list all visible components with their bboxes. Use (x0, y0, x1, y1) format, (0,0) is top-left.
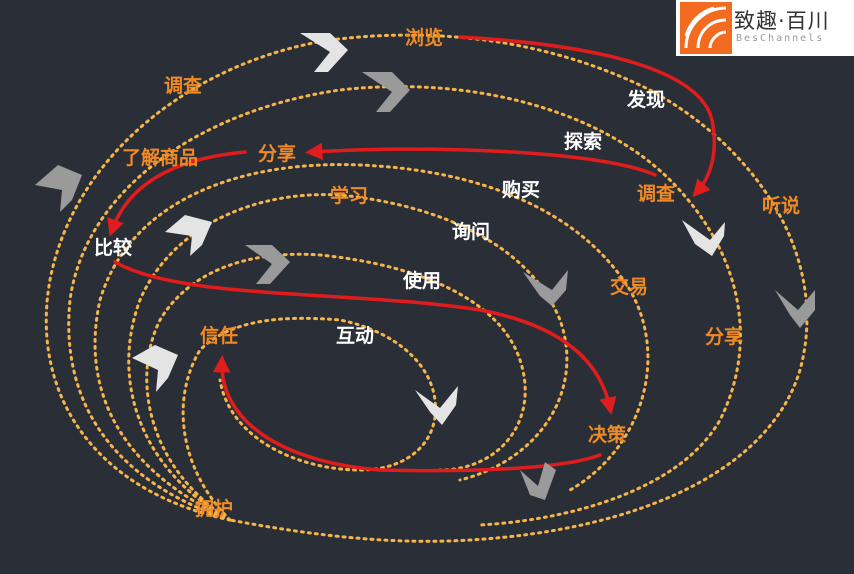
label-diaocha-right: 调查 (637, 182, 676, 205)
logo-mark-icon (680, 2, 732, 54)
label-xuexi: 学习 (330, 184, 368, 207)
red-arrow-decide-to-trust (212, 355, 602, 473)
label-yonghu: 拥护 (195, 497, 233, 520)
logo-panel: 致趣·百川 BesChannels (676, 0, 854, 56)
label-liaojie-shangpin: 了解商品 (122, 146, 198, 169)
stage-labels: 浏览 调查 发现 了解商品 分享 探索 调查 听说 购买 学习 比较 询问 使用… (94, 26, 800, 520)
red-arrow-browse-to-research (458, 35, 717, 198)
chevron-up-icon (35, 165, 82, 212)
red-arrow-share-to-compare (107, 150, 247, 237)
chevron-up-icon (165, 215, 212, 256)
label-diaocha-top: 调查 (164, 74, 203, 97)
chevron-up-icon (132, 345, 178, 392)
label-tansuo: 探索 (564, 130, 602, 153)
label-xinren: 信任 (200, 324, 238, 347)
red-arrow-research-to-share (305, 142, 657, 177)
label-shiyong: 使用 (402, 270, 441, 292)
chevron-right-icon (245, 245, 290, 284)
label-faxian: 发现 (626, 88, 665, 111)
label-bijiao: 比较 (94, 236, 132, 259)
loop-3 (93, 163, 650, 522)
dotted-spiral-paths (44, 33, 809, 543)
loop-4 (127, 193, 569, 522)
chevron-down-icon (682, 220, 725, 256)
chevron-down-icon (523, 270, 568, 306)
loop-6 (181, 316, 438, 522)
chevron-down-icon (520, 462, 556, 500)
label-fenxiang-top: 分享 (258, 142, 296, 165)
loop-5 (145, 252, 527, 522)
label-xunwen: 询问 (452, 220, 490, 243)
label-hudong: 互动 (336, 325, 374, 347)
label-tingshuo: 听说 (762, 194, 800, 217)
chevron-markers (35, 33, 815, 500)
chevron-down-icon (415, 386, 458, 425)
label-goumai: 购买 (502, 178, 540, 201)
chevron-right-icon (362, 72, 410, 112)
outer-loop (44, 33, 809, 543)
label-jiaoyi: 交易 (610, 275, 648, 298)
red-flow-arrows (107, 35, 717, 473)
chevron-right-icon (300, 33, 348, 72)
red-arrow-compare-to-decide (113, 260, 617, 415)
loop-2 (67, 85, 742, 527)
label-fenxiang-right: 分享 (705, 325, 743, 348)
chevron-down-icon (775, 290, 815, 328)
logo-name: 致趣·百川 (734, 9, 830, 33)
label-liulan: 浏览 (405, 26, 443, 49)
label-juece: 决策 (588, 423, 627, 446)
logo-subtitle: BesChannels (736, 33, 825, 44)
